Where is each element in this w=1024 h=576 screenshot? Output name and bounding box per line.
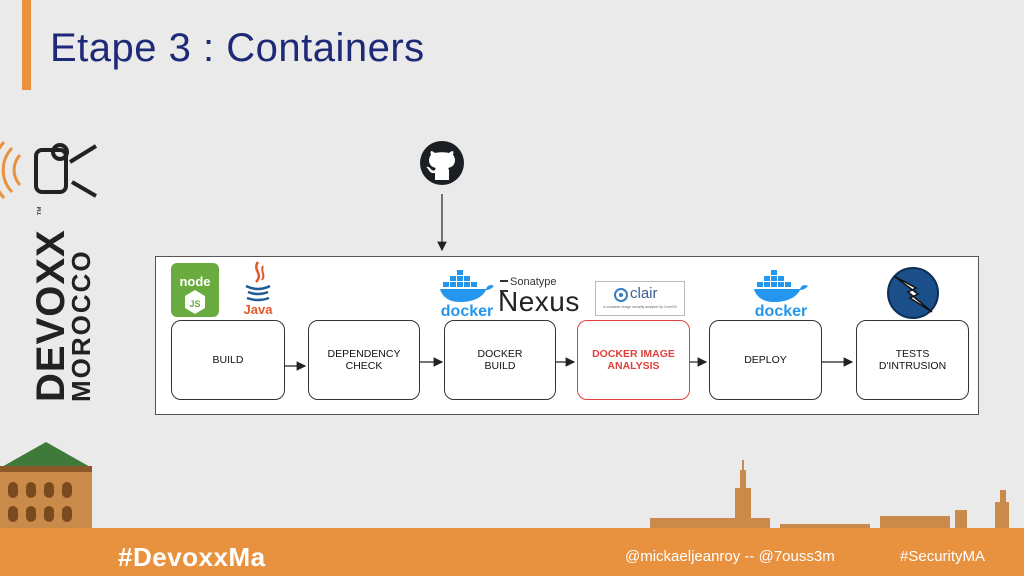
stage-build: BUILD <box>171 320 285 400</box>
svg-text:JS: JS <box>189 299 200 309</box>
logo-region: MOROCCO <box>66 249 96 402</box>
clair-logo: clair a container image security analyze… <box>595 281 685 316</box>
java-logo: Java <box>244 261 274 317</box>
owasp-zap-icon <box>887 267 939 319</box>
stage-deploy: DEPLOY <box>709 320 822 400</box>
clair-icon <box>614 288 628 302</box>
stage-docker-image-analysis: DOCKER IMAGE ANALYSIS <box>577 320 690 400</box>
nexus-logo: Sonatype Nexus <box>498 276 580 317</box>
stage-docker-build: DOCKER BUILD <box>444 320 556 400</box>
logo-brand: DEVOXX <box>29 229 73 402</box>
nodejs-logo: node JS <box>171 263 219 317</box>
docker-logo-deploy: docker <box>754 270 808 318</box>
footer-band <box>0 528 1024 576</box>
footer-speaker-handles: @mickaeljeanroy -- @7ouss3m <box>625 548 835 565</box>
github-icon <box>420 141 464 185</box>
svg-text:Java: Java <box>244 302 274 317</box>
docker-logo: docker <box>440 270 494 318</box>
stage-tests-intrusion: TESTS D'INTRUSION <box>856 320 969 400</box>
svg-text:node: node <box>179 274 210 289</box>
devoxx-speaker-icon <box>0 141 98 199</box>
footer-hashtag-securityma: #SecurityMA <box>900 548 986 565</box>
title-accent-bar <box>22 0 31 90</box>
svg-text:docker: docker <box>441 303 493 318</box>
pipeline-container <box>155 256 979 415</box>
devoxx-morocco-logo: DEVOXX MOROCCO ™ <box>0 140 110 410</box>
svg-text:docker: docker <box>755 303 807 318</box>
footer-hashtag-devoxxma: #DevoxxMa <box>118 542 266 572</box>
stage-dependency-check: DEPENDENCY CHECK <box>308 320 420 400</box>
logo-tm: ™ <box>36 206 47 216</box>
slide-title: Etape 3 : Containers <box>50 26 425 70</box>
